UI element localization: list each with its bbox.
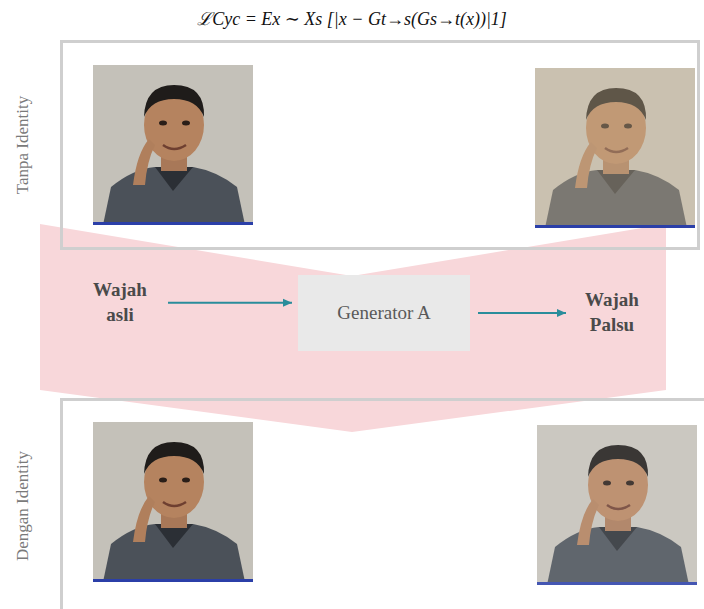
output-label: Wajah Palsu: [572, 288, 652, 337]
formula-title: ℒCyc = Ex ∼ Xs [|x − Gt→s(Gs→t(x))|1]: [0, 6, 704, 30]
photo-fake-with-identity: [537, 425, 697, 585]
photo-original: [93, 65, 253, 225]
box-label: Generator A: [329, 300, 439, 326]
text-label: Wajah Palsu: [572, 288, 652, 337]
generator-box: Generator A: [298, 275, 470, 351]
vertical-label: Tanpa Identity: [13, 96, 33, 194]
arrow: [168, 302, 292, 304]
panel-with-identity: Dengan Identity: [60, 398, 704, 609]
arrow: [478, 312, 566, 314]
input-label: Wajah asli: [80, 278, 160, 327]
vertical-label: Dengan Identity: [13, 451, 33, 561]
panel-without-identity: Tanpa Identity: [60, 40, 700, 250]
photo-original: [93, 422, 253, 582]
text-label: Wajah asli: [80, 278, 160, 327]
photo-fake-without-identity: [535, 68, 695, 228]
